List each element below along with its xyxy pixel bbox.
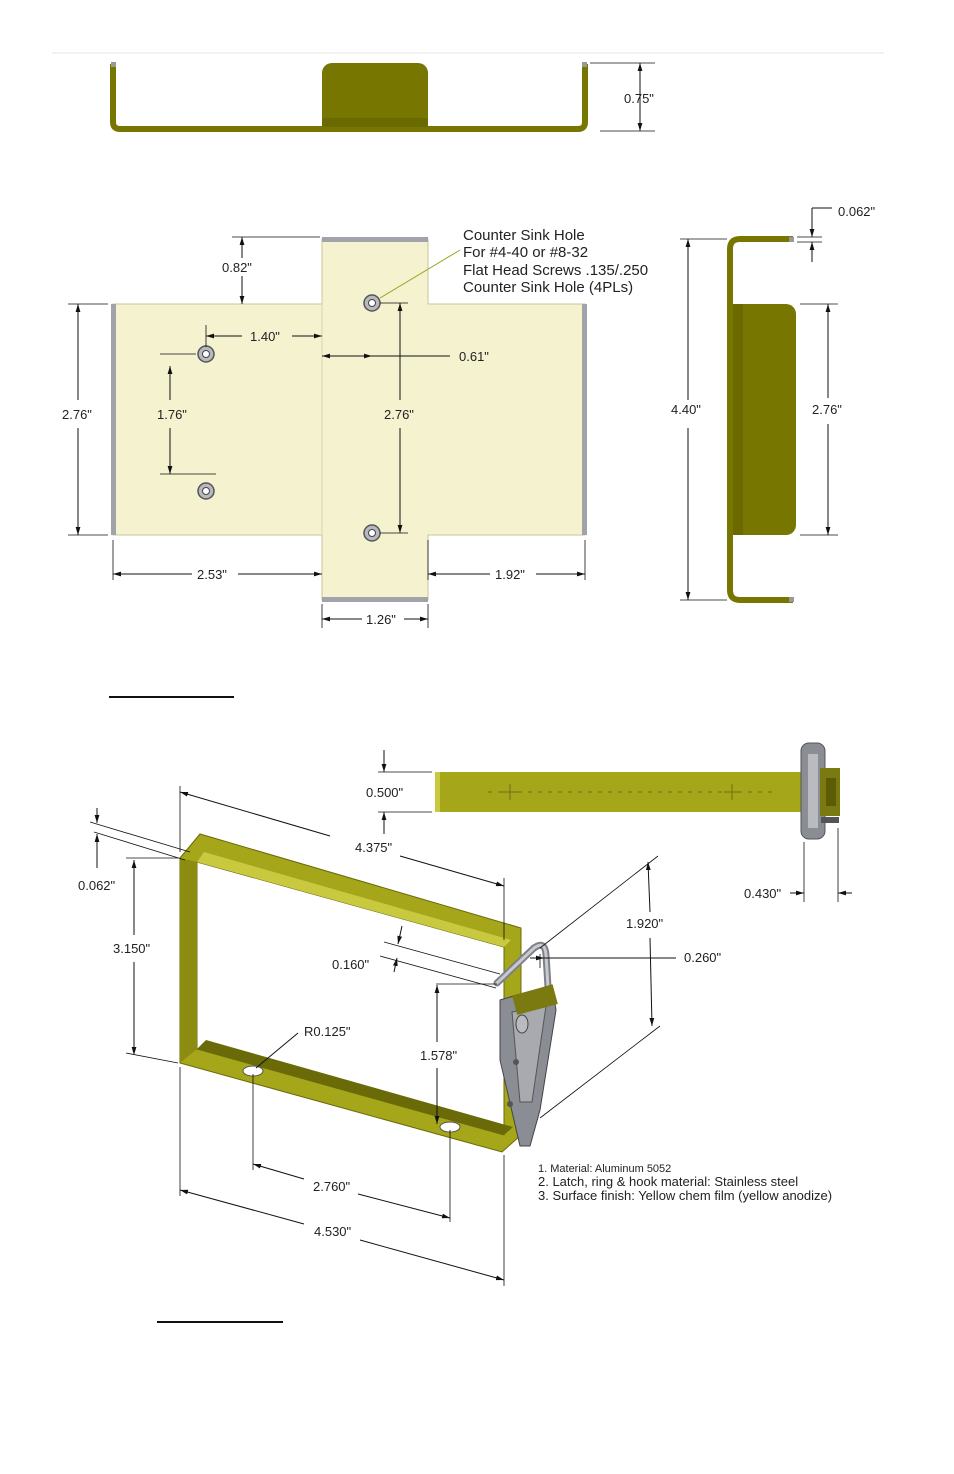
right-width-dim: 1.92": [495, 567, 525, 582]
callout-line-1: Counter Sink Hole: [463, 227, 585, 244]
slot-width-dim: 0.160": [332, 957, 370, 972]
countersink-hole: [363, 524, 381, 542]
plate-edge-left: [111, 304, 116, 535]
left-hole-offset-dim: 1.40": [250, 329, 280, 344]
bracket-plan-view: Counter Sink Hole For #4-40 or #8-32 Fla…: [62, 227, 648, 628]
plate-edge-right: [582, 304, 587, 535]
side-body-length-dim: 2.76": [812, 402, 842, 417]
note-2: 2. Latch, ring & hook material: Stainles…: [538, 1174, 798, 1189]
tab-width-dim: 1.26": [366, 612, 396, 627]
bracket-side-body: [733, 304, 796, 535]
bracket-top-tab-base: [322, 118, 428, 127]
ring-iso-view: 4.375" 0.062" 3.150" 1.920" 0.160" 0.260…: [78, 786, 832, 1286]
latch-offset-dim: 0.260": [684, 950, 722, 965]
left-width-dim: 2.53": [197, 567, 227, 582]
hole-radius-leader: [255, 1032, 299, 1069]
center-hole-spacing-dim: 2.76": [384, 407, 414, 422]
plate-edge-top: [322, 237, 428, 242]
hole-spacing-dim: 2.760": [313, 1179, 351, 1194]
callout-line-2: For #4-40 or #8-32: [463, 244, 588, 261]
latch-span-dim: 1.920": [626, 916, 664, 931]
side-overall-length-dim: 4.40": [671, 402, 701, 417]
callout-line-3: Flat Head Screws .135/.250: [463, 262, 648, 279]
plate-edge-bottom: [322, 597, 428, 602]
overall-height-dim: 2.76": [62, 407, 92, 422]
overall-width-dim: 4.530": [314, 1224, 352, 1239]
ring-width-dim: 0.500": [366, 785, 404, 800]
callout-line-4: Counter Sink Hole (4PLs): [463, 279, 633, 296]
bracket-side-view: 0.062" 4.40" 2.76": [671, 204, 876, 603]
note-3: 3. Surface finish: Yellow chem film (yel…: [538, 1188, 832, 1203]
bracket-side-profile: [727, 236, 793, 603]
hole-radius-dim: R0.125": [304, 1024, 351, 1039]
bracket-top-raised-tab: [322, 63, 428, 127]
ring-thickness-dim: 0.062": [78, 878, 116, 893]
hole-height-dim: 1.578": [420, 1048, 458, 1063]
bracket-height-dim: 0.75": [624, 91, 654, 106]
ring-height-dim: 3.150": [113, 941, 151, 956]
center-offset-dim: 0.61": [459, 349, 489, 364]
countersink-hole: [363, 294, 381, 312]
note-1: 1. Material: Aluminum 5052: [538, 1163, 671, 1175]
left-hole-spacing-dim: 1.76": [157, 407, 187, 422]
ring-length-dim: 4.375": [355, 840, 393, 855]
bracket-top-profile: [110, 64, 588, 132]
ring-top-view: 0.500" 0.430": [366, 742, 852, 902]
ring-frame: [179, 833, 522, 1153]
countersink-hole: [197, 482, 215, 500]
tab-top-dim: 0.82": [222, 260, 252, 275]
bracket-top-view: 0.75": [110, 62, 655, 132]
latch-depth-dim: 0.430": [744, 886, 782, 901]
side-thickness-dim: 0.062": [838, 204, 876, 219]
countersink-hole: [197, 345, 215, 363]
callout-leader: [379, 249, 461, 299]
